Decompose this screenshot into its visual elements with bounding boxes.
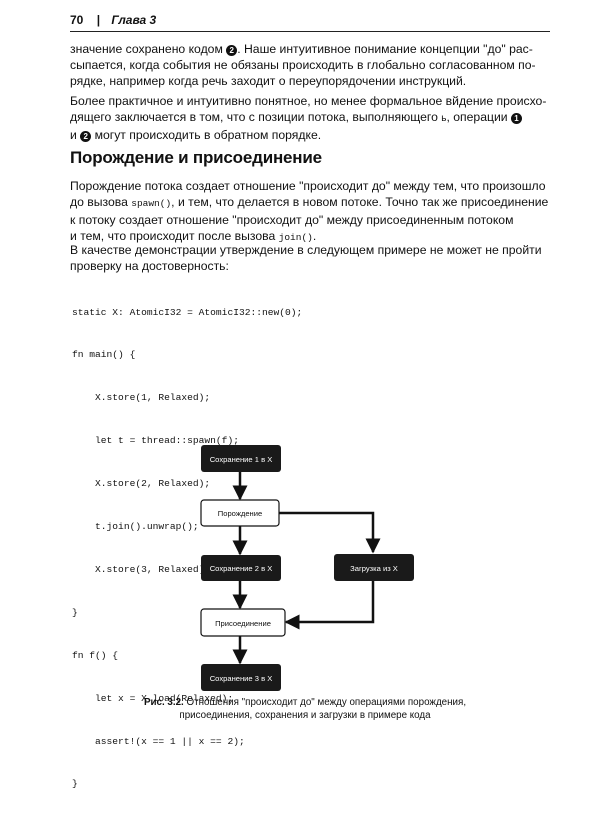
code-listing: static X: AtomicI32 = AtomicI32::new(0);…	[72, 277, 542, 820]
paragraph-3: Порождение потока создает отношение "про…	[70, 178, 548, 246]
node-join: Присоединение	[200, 608, 286, 637]
paragraph-1-line-2: сыпается, когда события не обязаны проис…	[70, 58, 536, 72]
node-store-2-label: Сохранение 2 в X	[210, 564, 273, 573]
code-line: static X: AtomicI32 = AtomicI32::new(0);	[72, 306, 303, 318]
code-line: X.store(2, Relaxed);	[72, 478, 211, 490]
paragraph-3-line-3: к потоку создает отношение "происходит д…	[70, 213, 514, 227]
paragraph-2-line-3: и 2 могут происходить в обратном порядке…	[70, 127, 544, 143]
paragraph-1-line-1: значение сохранено кодом 2. Наше интуити…	[70, 41, 544, 57]
text-span: и тем, что происходит после вызова	[70, 229, 279, 243]
node-store-2-box	[201, 555, 281, 581]
happens-before-diagram: Сохранение 1 в X Порождение Сохранение 2…	[200, 445, 414, 691]
paragraph-3-line-1: Порождение потока создает отношение "про…	[70, 179, 546, 193]
node-spawn-label: Порождение	[218, 509, 262, 518]
node-join-label: Присоединение	[215, 619, 271, 628]
code-marker-2: 2	[226, 45, 238, 56]
paragraph-4-line-1: В качестве демонстрации утверждение в сл…	[70, 243, 542, 257]
paragraph-3-line-4: и тем, что происходит после вызова join(…	[70, 228, 544, 246]
figure-caption: Рис. 3.2. Отношения "происходит до" межд…	[100, 697, 510, 722]
book-page: 70 | Глава 3 значение сохранено кодом 2.…	[70, 13, 550, 789]
diagram-edges	[232, 472, 381, 665]
code-marker-1: 1	[510, 113, 522, 124]
code-line: let x = X.load(Relaxed);	[72, 692, 234, 704]
node-spawn: Порождение	[200, 499, 280, 527]
node-store-1-box	[201, 445, 281, 472]
section-heading: Порождение и присоединение	[70, 148, 322, 167]
page-number: 70	[70, 13, 84, 27]
code-marker-2: 2	[80, 131, 92, 142]
inline-code-join: join()	[278, 232, 313, 243]
text-span: , и тем, что делается в новом потоке. То…	[171, 195, 549, 209]
text-span: . Наше интуитивное понимание концепции "…	[237, 42, 533, 56]
paragraph-3-line-2: до вызова spawn(), и тем, что делается в…	[70, 194, 548, 212]
paragraph-2-line-2: дящего заключается в том, что с позиции …	[70, 109, 544, 127]
code-line: }	[72, 606, 78, 618]
code-line: assert!(x == 1 || x == 2);	[72, 735, 245, 747]
caption-label: Рис. 3.2.	[143, 697, 184, 708]
code-line: t.join().unwrap();	[72, 521, 199, 533]
node-load-label: Загрузка из X	[350, 564, 398, 573]
paragraph-4-line-2: проверку на достоверность:	[70, 259, 229, 273]
code-line: fn f() {	[72, 649, 119, 661]
code-line: let t = thread::spawn(f);	[72, 435, 239, 447]
text-span: и	[70, 128, 81, 142]
text-span: , операции	[446, 110, 511, 124]
edge-spawn-load	[279, 511, 381, 554]
paragraph-4: В качестве демонстрации утверждение в сл…	[70, 242, 544, 274]
node-store-1-label: Сохранение 1 в X	[210, 455, 273, 464]
text-span: значение сохранено кодом	[70, 42, 227, 56]
text-span: могут происходить в обратном порядке.	[91, 128, 322, 142]
paragraph-1-line-3: рядке, например когда речь заходит о пер…	[70, 74, 467, 88]
node-store-1: Сохранение 1 в X	[201, 445, 281, 472]
code-line: X.store(3, Relaxed);	[72, 563, 211, 575]
code-line: }	[72, 778, 78, 790]
node-store-2: Сохранение 2 в X	[201, 555, 281, 581]
text-span: до вызова	[70, 195, 132, 209]
running-head-separator: |	[96, 13, 101, 27]
code-line: X.store(1, Relaxed);	[72, 392, 211, 404]
edge-load-join	[284, 581, 375, 630]
text-span: дящего заключается в том, что с позиции …	[70, 110, 442, 124]
node-store-3: Сохранение 3 в X	[201, 664, 281, 691]
node-spawn-box	[200, 499, 280, 527]
node-store-3-box	[201, 664, 281, 691]
text-span: .	[312, 229, 317, 243]
paragraph-2-line-1: Более практичное и интуитивно понятное, …	[70, 94, 547, 108]
paragraph-1: значение сохранено кодом 2. Наше интуити…	[70, 41, 544, 89]
code-line: fn main() {	[72, 349, 136, 361]
node-join-box	[200, 608, 286, 637]
caption-line-1: Отношения "происходит до" между операция…	[183, 697, 467, 708]
chapter-title: Глава 3	[111, 13, 157, 27]
node-load-box	[334, 554, 414, 581]
thread-glyph: ь	[441, 113, 447, 124]
caption-line-2: присоединения, сохранения и загрузки в п…	[179, 709, 431, 721]
inline-code-spawn: spawn()	[131, 198, 172, 209]
paragraph-2: Более практичное и интуитивно понятное, …	[70, 93, 547, 143]
running-head: 70 | Глава 3	[70, 13, 550, 32]
node-load: Загрузка из X	[334, 554, 414, 581]
node-store-3-label: Сохранение 3 в X	[210, 674, 273, 683]
